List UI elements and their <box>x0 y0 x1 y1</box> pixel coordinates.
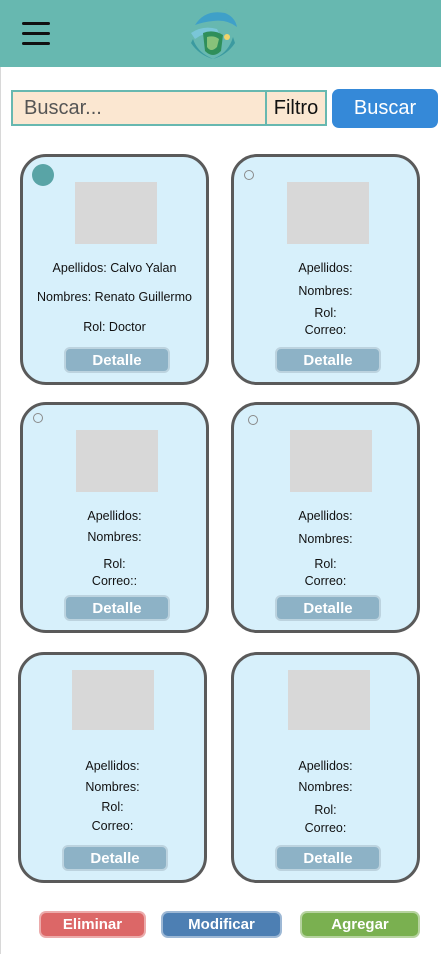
user-photo-placeholder <box>288 670 370 730</box>
filter-button[interactable]: Filtro <box>265 92 325 124</box>
detail-button[interactable]: Detalle <box>275 347 381 373</box>
card-nombres: Nombres: Renato Guillermo <box>37 290 192 304</box>
user-photo-placeholder <box>290 430 372 492</box>
detail-button[interactable]: Detalle <box>275 845 381 871</box>
user-card: Apellidos: Nombres: Rol: Correo:: Detall… <box>20 402 209 633</box>
hands-planet-logo-icon <box>186 6 240 60</box>
select-radio[interactable] <box>244 170 254 180</box>
select-radio[interactable] <box>248 415 258 425</box>
card-apellidos: Apellidos: Calvo Yalan <box>52 261 177 275</box>
user-card: Apellidos: Calvo Yalan Nombres: Renato G… <box>20 154 209 385</box>
search-box: Filtro <box>11 90 327 126</box>
detail-button[interactable]: Detalle <box>62 845 168 871</box>
card-apellidos: Apellidos: <box>298 759 353 773</box>
user-card: Apellidos: Nombres: Rol: Correo: Detalle <box>231 154 420 385</box>
select-radio[interactable] <box>33 413 43 423</box>
add-button[interactable]: Agregar <box>300 911 420 938</box>
card-correo: Correo: <box>304 821 347 835</box>
card-correo: Correo: <box>304 323 347 337</box>
card-rol: Rol: <box>101 800 124 814</box>
card-rol: Rol: <box>314 557 337 571</box>
card-correo: Correo: <box>304 574 347 588</box>
user-card: Apellidos: Nombres: Rol: Correo: Detalle <box>231 402 420 633</box>
search-input[interactable] <box>13 92 265 124</box>
search-button[interactable]: Buscar <box>332 89 438 128</box>
card-rol: Rol: <box>314 803 337 817</box>
delete-button[interactable]: Eliminar <box>39 911 146 938</box>
hamburger-menu-icon[interactable] <box>22 22 50 46</box>
card-rol: Rol: Doctor <box>83 320 146 334</box>
detail-button[interactable]: Detalle <box>275 595 381 621</box>
card-nombres: Nombres: <box>85 780 140 794</box>
card-apellidos: Apellidos: <box>298 509 353 523</box>
card-correo: Correo:: <box>91 574 138 588</box>
card-apellidos: Apellidos: <box>87 509 142 523</box>
card-rol: Rol: <box>103 557 126 571</box>
user-photo-placeholder <box>287 182 369 244</box>
status-dot[interactable] <box>32 164 54 186</box>
card-nombres: Nombres: <box>298 532 353 546</box>
card-apellidos: Apellidos: <box>298 261 353 275</box>
user-photo-placeholder <box>72 670 154 730</box>
detail-button[interactable]: Detalle <box>64 595 170 621</box>
detail-button[interactable]: Detalle <box>64 347 170 373</box>
top-bar <box>0 0 441 67</box>
card-correo: Correo: <box>91 819 134 833</box>
modify-button[interactable]: Modificar <box>161 911 282 938</box>
card-nombres: Nombres: <box>298 284 353 298</box>
page-left-border <box>0 67 1 954</box>
user-photo-placeholder <box>76 430 158 492</box>
card-rol: Rol: <box>314 306 337 320</box>
card-nombres: Nombres: <box>298 780 353 794</box>
card-nombres: Nombres: <box>87 530 142 544</box>
user-card: Apellidos: Nombres: Rol: Correo: Detalle <box>231 652 420 883</box>
user-photo-placeholder <box>75 182 157 244</box>
card-apellidos: Apellidos: <box>85 759 140 773</box>
user-card: Apellidos: Nombres: Rol: Correo: Detalle <box>18 652 207 883</box>
